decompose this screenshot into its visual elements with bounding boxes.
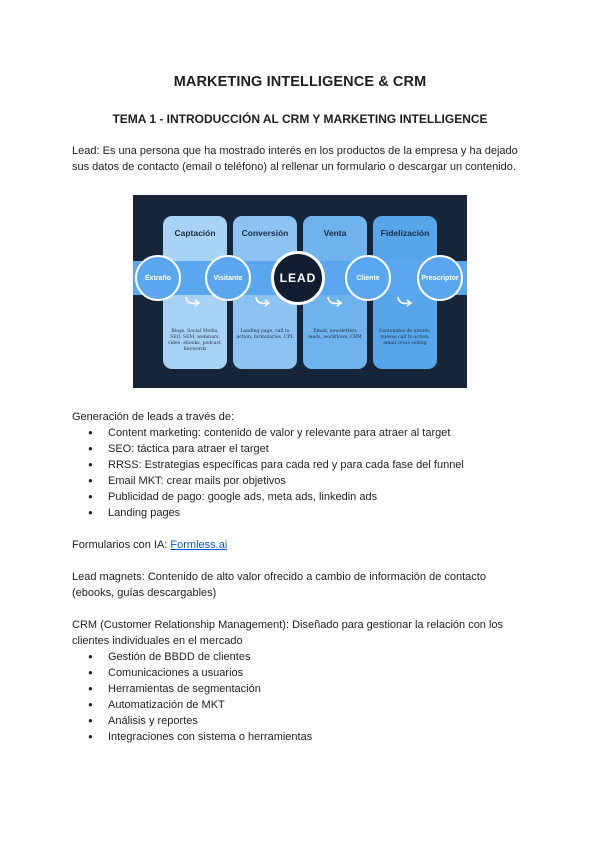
- stage-desc: Email, newsletters leads, workflows, CRM: [308, 329, 362, 340]
- circle-cliente: Cliente: [345, 255, 391, 301]
- stage-title: Conversión: [241, 228, 289, 238]
- text-line: clientes individuales en el mercado: [72, 635, 243, 647]
- stage-desc: Landing page, call to action, formulario…: [236, 329, 294, 340]
- forms-prefix: Formularios con IA:: [72, 539, 171, 551]
- list-item: Publicidad de pago: google ads, meta ads…: [72, 489, 542, 505]
- stage-title: Fidelización: [380, 228, 430, 238]
- lead-generation-list: Content marketing: contenido de valor y …: [72, 425, 542, 521]
- curved-arrow-icon: [185, 296, 201, 307]
- lead-funnel-diagram: Captación Blogs, Social Media, SEO, SEM,…: [133, 195, 467, 388]
- stage-desc: Contenidos de interés, nuevos call to ac…: [378, 329, 432, 346]
- crm-list: Gestión de BBDD de clientes Comunicacion…: [72, 649, 542, 745]
- list-item: RRSS: Estrategias específicas para cada …: [72, 457, 542, 473]
- text-line: Formularios con IA: Formless.ai: [72, 537, 542, 553]
- circle-visitante: Visitante: [205, 255, 251, 301]
- list-item: SEO: táctica para atraer el target: [72, 441, 542, 457]
- stage-title: Venta: [323, 228, 347, 238]
- text-line: sus datos de contacto (email o teléfono)…: [72, 161, 516, 173]
- circle-prescriptor: Prescriptor: [417, 255, 463, 301]
- document-title: MARKETING INTELLIGENCE & CRM: [173, 74, 427, 90]
- section-label: Generación de leads a través de:: [72, 411, 235, 423]
- text-line: Lead magnets: Contenido de alto valor of…: [72, 571, 486, 583]
- text-line: (ebooks, guías descargables): [72, 587, 217, 599]
- list-item: Gestión de BBDD de clientes: [72, 649, 542, 665]
- list-item: Email MKT: crear mails por objetivos: [72, 473, 542, 489]
- list-item: Automatización de MKT: [72, 697, 542, 713]
- section-heading: TEMA 1 - INTRODUCCIÓN AL CRM Y MARKETING…: [112, 112, 488, 126]
- forms-ai-line: Formularios con IA: Formless.ai: [72, 537, 542, 553]
- list-item: Comunicaciones a usuarios: [72, 665, 542, 681]
- stage-desc: Blogs, Social Media, SEO, SEM, webinars,…: [167, 329, 223, 352]
- text-line: CRM (Customer Relationship Management): …: [72, 619, 504, 631]
- curved-arrow-icon: [397, 296, 413, 307]
- lead-definition: Lead: Es una persona que ha mostrado int…: [72, 143, 542, 175]
- list-item: Análisis y reportes: [72, 713, 542, 729]
- text-line: Lead: Es una persona que ha mostrado int…: [72, 145, 518, 157]
- curved-arrow-icon: [327, 296, 343, 307]
- formless-link[interactable]: Formless.ai: [170, 539, 228, 551]
- list-item: Herramientas de segmentación: [72, 681, 542, 697]
- list-item: Landing pages: [72, 505, 542, 521]
- curved-arrow-icon: [255, 296, 271, 307]
- circle-extrano: Extraño: [135, 255, 181, 301]
- list-item: Integraciones con sistema o herramientas: [72, 729, 542, 745]
- circle-lead: LEAD: [271, 251, 325, 305]
- lead-magnets: Lead magnets: Contenido de alto valor of…: [72, 569, 542, 601]
- list-item: Content marketing: contenido de valor y …: [72, 425, 542, 441]
- stage-title: Captación: [174, 228, 216, 238]
- crm-section: CRM (Customer Relationship Management): …: [72, 617, 542, 745]
- lead-generation-section: Generación de leads a través de: Content…: [72, 409, 542, 521]
